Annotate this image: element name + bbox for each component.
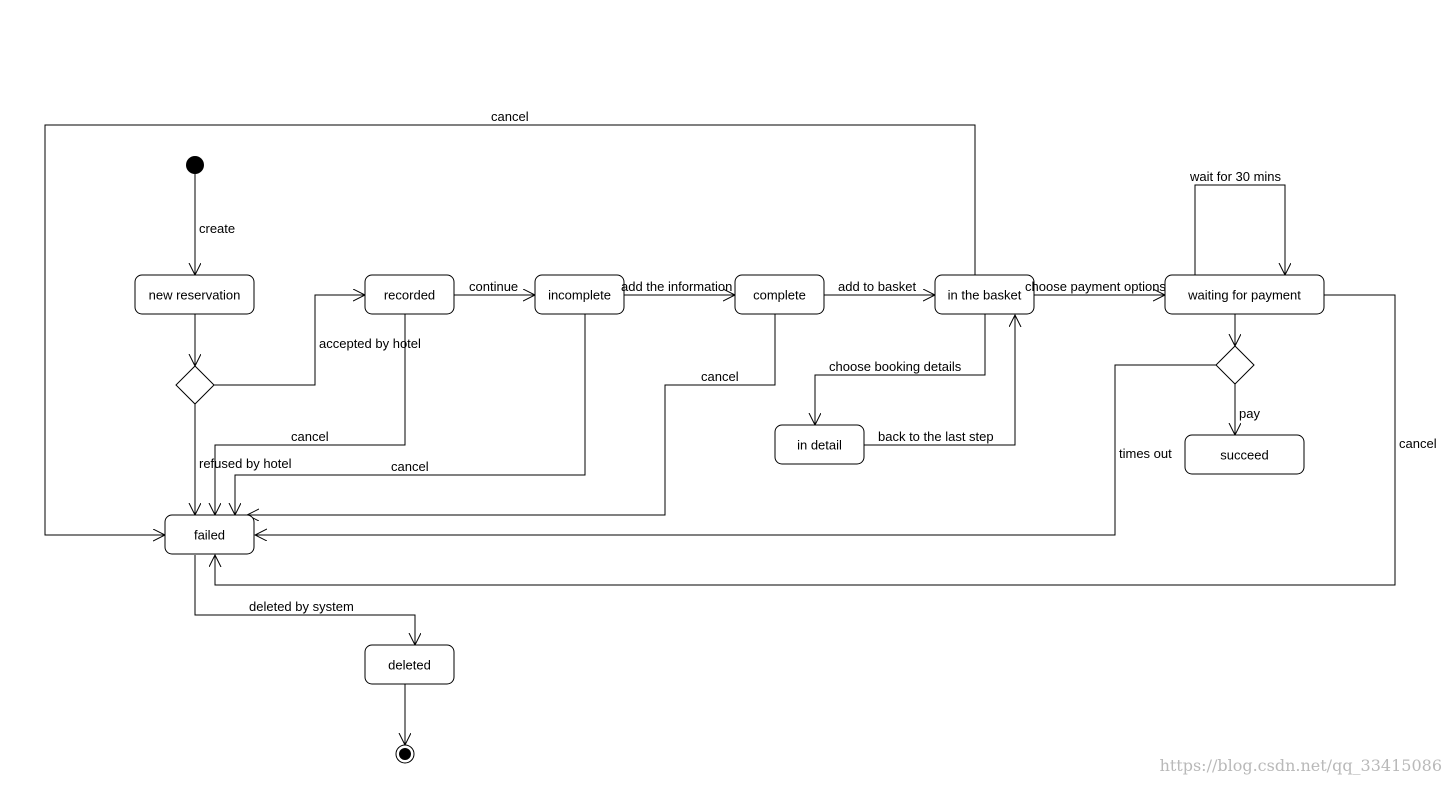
edge-booking-details	[815, 314, 986, 425]
svg-text:succeed: succeed	[1220, 448, 1268, 463]
edge-accepted	[214, 295, 365, 386]
svg-text:new reservation: new reservation	[149, 288, 241, 303]
state-incomplete: incomplete	[534, 274, 625, 315]
edge-wait-loop	[1194, 184, 1285, 275]
svg-text:deleted: deleted	[388, 658, 431, 673]
label-times-out: times out	[1119, 446, 1172, 461]
label-choose-booking-details: choose booking details	[829, 359, 962, 374]
decision-payment	[1215, 345, 1255, 385]
edge-cancel-top	[44, 124, 976, 535]
label-cancel-incomplete: cancel	[391, 459, 429, 474]
label-refused-by-hotel: refused by hotel	[199, 456, 292, 471]
label-cancel-complete: cancel	[701, 369, 739, 384]
decision-hotel	[175, 365, 215, 405]
edge-back-last-step	[864, 315, 1015, 446]
state-complete: complete	[734, 274, 825, 315]
state-new-reservation: new reservation	[134, 274, 255, 315]
label-continue: continue	[469, 279, 518, 294]
label-add-the-information: add the information	[621, 279, 732, 294]
svg-text:failed: failed	[194, 528, 225, 543]
edge-cancel-recorded	[215, 314, 406, 515]
state-waiting-for-payment: waiting for payment	[1164, 274, 1325, 315]
svg-text:in the basket: in the basket	[948, 288, 1022, 303]
label-cancel-top: cancel	[491, 109, 529, 124]
label-back-to-the-last-step: back to the last step	[878, 429, 994, 444]
final-node	[395, 744, 415, 764]
label-wait-for-30-mins: wait for 30 mins	[1189, 169, 1282, 184]
watermark-text: https://blog.csdn.net/qq_33415086	[1160, 756, 1442, 775]
svg-text:waiting for payment: waiting for payment	[1187, 288, 1301, 303]
state-failed: failed	[164, 514, 255, 555]
state-in-detail: in detail	[774, 424, 865, 465]
edge-deleted-by-system	[194, 555, 415, 645]
svg-text:recorded: recorded	[384, 288, 435, 303]
state-succeed: succeed	[1184, 434, 1305, 475]
svg-text:incomplete: incomplete	[548, 288, 611, 303]
label-pay: pay	[1239, 406, 1260, 421]
label-create: create	[199, 221, 235, 236]
state-recorded: recorded	[364, 274, 455, 315]
svg-text:complete: complete	[753, 288, 806, 303]
edge-cancel-payment	[215, 294, 1396, 586]
edge-times-out	[255, 364, 1216, 535]
label-cancel-payment: cancel	[1399, 436, 1437, 451]
label-cancel-recorded: cancel	[291, 429, 329, 444]
initial-node	[186, 156, 204, 174]
label-choose-payment-options: choose payment options	[1025, 279, 1166, 294]
label-deleted-by-system: deleted by system	[249, 599, 354, 614]
edge-cancel-incomplete	[235, 314, 586, 515]
state-in-the-basket: in the basket	[934, 274, 1035, 315]
state-deleted: deleted	[364, 644, 455, 685]
svg-text:in detail: in detail	[797, 438, 842, 453]
label-accepted-by-hotel: accepted by hotel	[319, 336, 421, 351]
edge-cancel-complete	[247, 314, 776, 515]
label-add-to-basket: add to basket	[838, 279, 916, 294]
